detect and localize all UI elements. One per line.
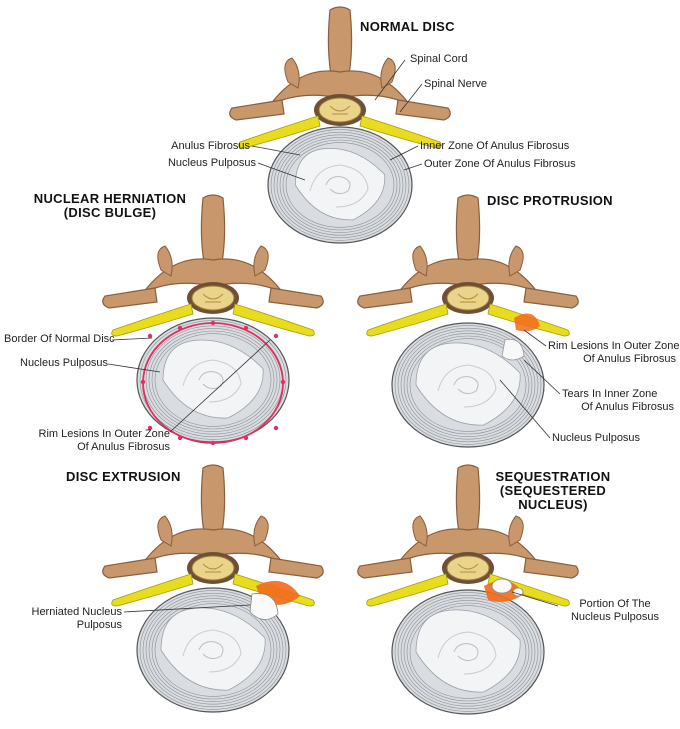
herniated-nucleus-leader <box>123 604 251 613</box>
left-nerve-shape <box>366 303 449 337</box>
protrusion-nucleus-label: Nucleus Pulposus <box>552 432 641 444</box>
extrusion-disc-shape <box>136 587 290 713</box>
herniation-rim-line1: Rim Lesions In Outer Zone <box>38 428 170 440</box>
sequestration-title: SEQUESTRATION (SEQUESTERED NUCLEUS) <box>488 470 618 512</box>
border-normal-disc-label: Border Of Normal Disc <box>4 333 115 345</box>
lesion-mark-5 <box>273 425 279 431</box>
border-leader <box>111 337 153 341</box>
spinal-cord-shape <box>191 285 235 311</box>
inner-zone-label: Inner Zone Of Anulus Fibrosus <box>420 140 570 152</box>
lesion-mark-9 <box>243 325 249 331</box>
nucleus-shape <box>160 607 266 691</box>
sequestration-title-line1: SEQUESTRATION <box>495 469 611 484</box>
herniation-nucleus-leader <box>107 363 161 373</box>
herniation-disc-shape <box>136 317 290 443</box>
protrusion-inflammation <box>514 313 540 332</box>
spinal-nerve-label: Spinal Nerve <box>424 78 487 90</box>
protrusion-nucleus-leader <box>499 379 551 439</box>
lesion-mark-7 <box>280 379 286 385</box>
spinal-cord-shape <box>446 285 490 311</box>
nucleus-shape <box>415 609 521 693</box>
left-nerve-shape <box>111 303 194 337</box>
inner-zone-leader <box>389 145 419 161</box>
spinal-nerve-leader <box>399 83 423 113</box>
nuclear-herniation-title-line2: (DISC BULGE) <box>63 205 157 220</box>
spinal-cord-leader <box>374 59 406 101</box>
left-nerve-shape <box>366 573 449 607</box>
spinal-cord-shape <box>446 555 490 581</box>
lesion-mark-1 <box>147 425 153 431</box>
extrusion-vertebra <box>102 464 324 607</box>
outer-zone-label: Outer Zone Of Anulus Fibrosus <box>424 158 576 170</box>
nucleus-leader <box>257 162 306 181</box>
nucleus-shape <box>162 339 264 419</box>
outer-zone-leader <box>403 163 423 171</box>
lesion-mark-4 <box>273 333 279 339</box>
anulus-leader <box>251 145 301 156</box>
lesion-mark-11 <box>243 435 249 441</box>
herniation-vertebra <box>102 194 324 337</box>
nucleus-shape <box>294 148 386 221</box>
extruded-nucleus <box>249 593 279 620</box>
right-nerve-shape <box>359 115 442 149</box>
protrusion-rim-leader <box>523 329 547 347</box>
protrusion-rim-lesions-label: Rim Lesions In Outer Zone Of Anulus Fibr… <box>548 340 679 366</box>
portion-line1: Portion Of The <box>579 598 651 610</box>
right-nerve-shape <box>232 303 315 337</box>
herniated-nucleus-label: Herniated Nucleus Pulposus <box>4 606 123 632</box>
nuclear-herniation-title: NUCLEAR HERNIATION (DISC BULGE) <box>20 192 200 220</box>
herniated-line2: Pulposus <box>76 619 122 631</box>
left-nerve-shape <box>111 573 194 607</box>
protrusion-tears-label: Tears In Inner Zone Of Anulus Fibrosus <box>562 388 674 414</box>
protrusion-tears-line2: Of Anulus Fibrosus <box>581 401 674 413</box>
normal-vertebra <box>229 6 451 149</box>
sequestration-disc-shape <box>391 589 545 715</box>
disc-extrusion-title: DISC EXTRUSION <box>66 469 181 484</box>
herniation-rim-lesions-label: Rim Lesions In Outer Zone Of Anulus Fibr… <box>4 428 170 454</box>
sequestration-title-line2: (SEQUESTERED <box>499 483 607 498</box>
herniation-rim-leader <box>169 339 271 433</box>
nucleus-pulposus-label: Nucleus Pulposus <box>167 157 256 169</box>
lesion-mark-0 <box>147 333 153 339</box>
anulus-fibrosus-label: Anulus Fibrosus <box>171 140 250 152</box>
lesion-mark-6 <box>140 379 146 385</box>
spinal-cord-label: Spinal Cord <box>410 53 468 65</box>
lesion-mark-10 <box>177 435 183 441</box>
portion-nucleus-label: Portion Of The Nucleus Pulposus <box>556 598 674 624</box>
lesion-mark-2 <box>210 320 216 326</box>
protrusion-bulge <box>501 338 525 361</box>
disc-protrusion-title: DISC PROTRUSION <box>487 193 613 208</box>
protrusion-tears-line1: Tears In Inner Zone <box>562 388 658 400</box>
herniation-rim-line2: Of Anulus Fibrosus <box>77 441 170 453</box>
left-nerve-shape <box>238 115 321 149</box>
normal-disc-shape <box>267 126 413 244</box>
lesion-mark-3 <box>210 440 216 446</box>
herniation-nucleus-label: Nucleus Pulposus <box>20 357 109 369</box>
portion-line2: Nucleus Pulposus <box>570 611 660 623</box>
lesion-mark-8 <box>177 325 183 331</box>
protrusion-rim-line1: Rim Lesions In Outer Zone <box>548 340 680 352</box>
nucleus-shape <box>415 342 521 426</box>
portion-nucleus-leader <box>511 591 559 607</box>
sequestration-title-line3: NUCLEUS) <box>518 497 588 512</box>
spinal-cord-shape <box>318 97 362 123</box>
sequestered-fragment <box>491 578 513 594</box>
normal-disc-title: NORMAL DISC <box>360 19 455 34</box>
protrusion-disc-shape <box>391 322 545 448</box>
protrusion-tears-leader <box>523 359 561 395</box>
protrusion-rim-line2: Of Anulus Fibrosus <box>583 353 676 365</box>
herniated-line1: Herniated Nucleus <box>31 606 123 618</box>
nuclear-herniation-title-line1: NUCLEAR HERNIATION <box>33 191 187 206</box>
spinal-cord-shape <box>191 555 235 581</box>
